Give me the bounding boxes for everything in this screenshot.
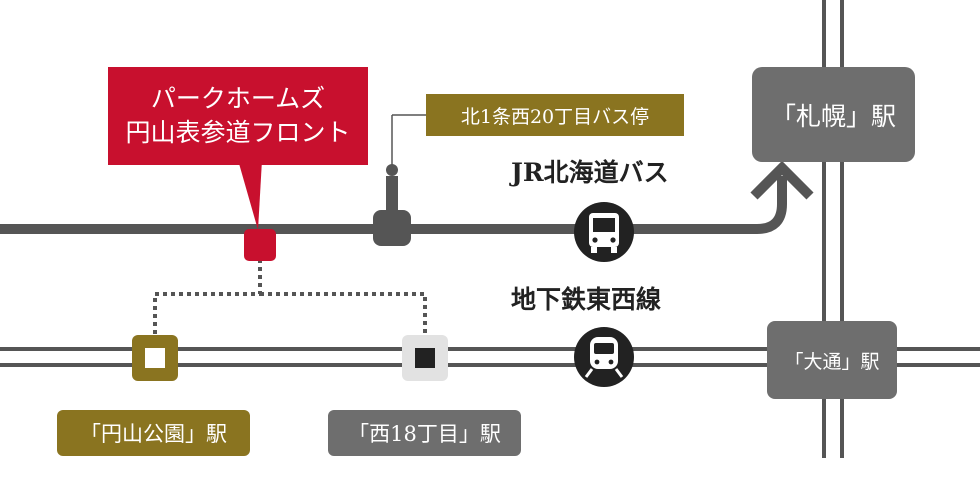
maruyama-station-label: 「円山公園」駅 [80,422,227,446]
odori-station-box: 「大通」駅 [767,321,897,399]
property-callout: パークホームズ 円山表参道フロント [108,67,368,165]
nishi18-station-label-box: 「西18丁目」駅 [328,410,521,456]
bus-route-arrow [750,160,814,200]
maruyama-station-marker [132,335,178,381]
subway-route-label: 地下鉄東西線 [511,285,662,314]
property-name-line1: パークホームズ [150,84,326,113]
odori-station-label: 「大通」駅 [784,350,880,373]
property-marker [238,160,276,261]
sapporo-station-box: 「札幌」駅 [752,67,915,162]
sapporo-station-label: 「札幌」駅 [770,101,896,131]
bus-stop-marker [373,114,426,246]
bus-stop-label: 北1条西20丁目バス停 [426,94,684,136]
train-icon [574,327,634,387]
walking-route [153,259,427,338]
maruyama-station-label-box: 「円山公園」駅 [57,410,250,456]
bus-stop-label-text: 北1条西20丁目バス停 [460,105,650,128]
bus-route-line [0,176,787,234]
property-name-line2: 円山表参道フロント [125,118,351,147]
bus-icon [574,202,634,262]
bus-route-label: JR北海道バス [511,158,669,187]
nishi18-station-marker [402,335,448,381]
nishi18-station-label: 「西18丁目」駅 [348,422,501,446]
